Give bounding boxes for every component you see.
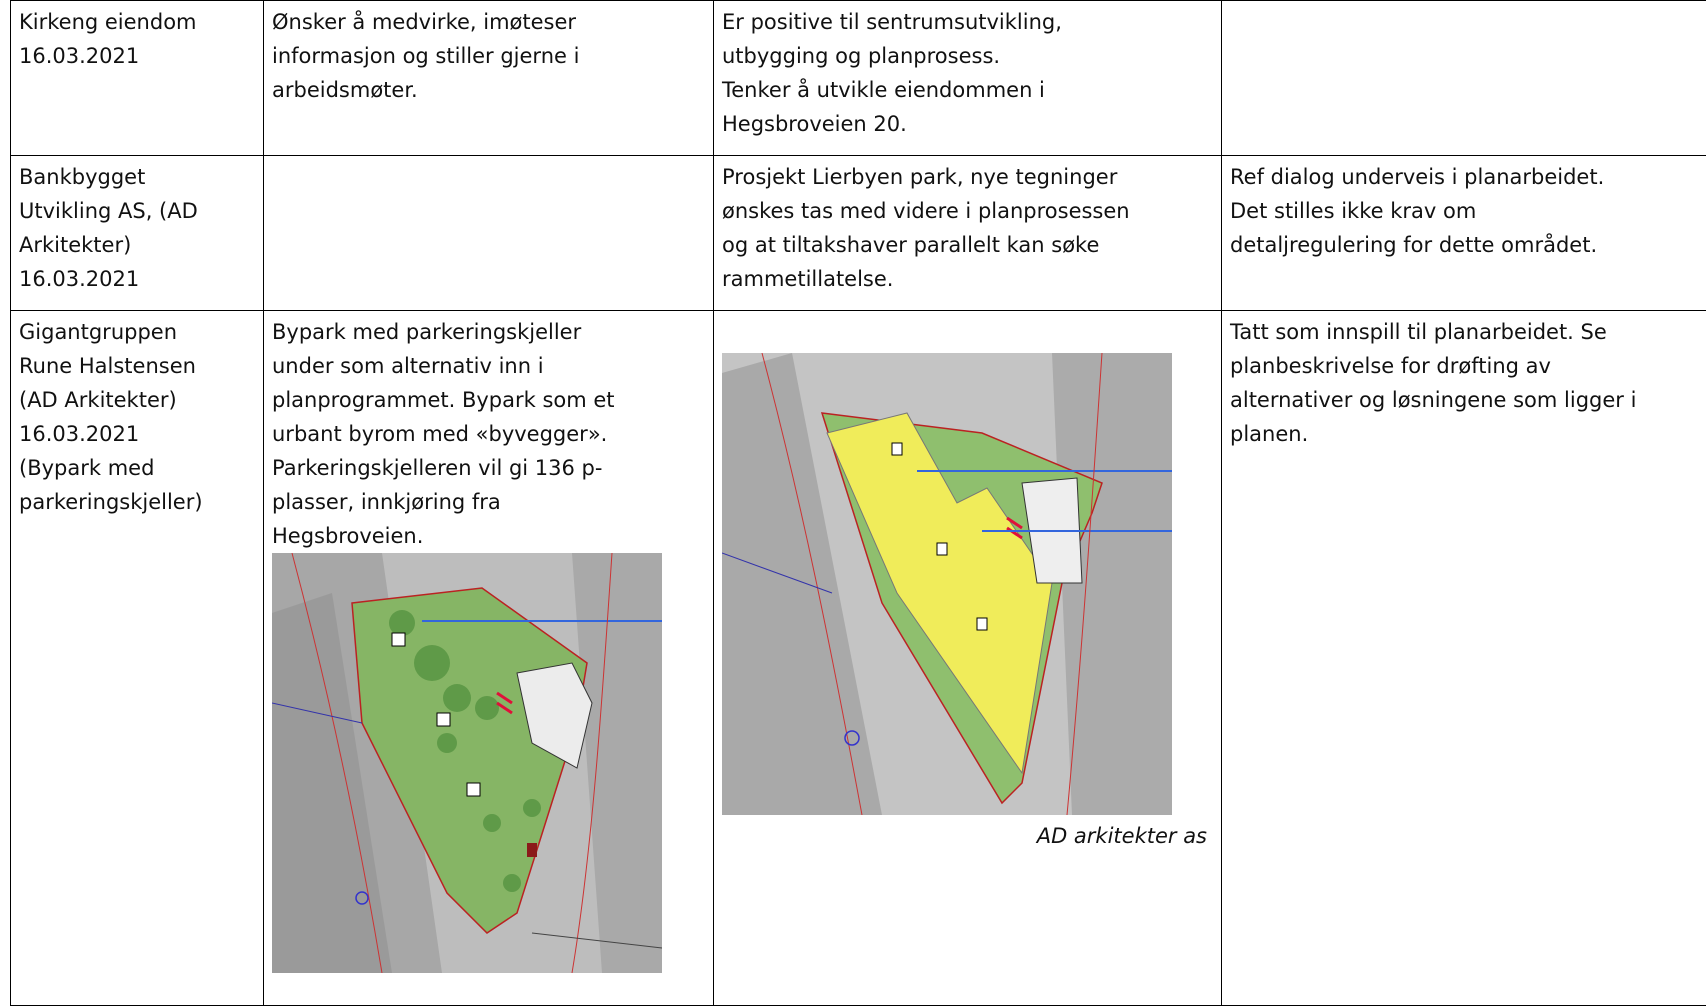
text-line: urbant byrom med «byvegger». <box>272 417 705 451</box>
text-line: planen. <box>1230 417 1698 451</box>
text-line: utbygging og planprosess. <box>722 39 1213 73</box>
text-line: 16.03.2021 <box>19 39 255 73</box>
text-line: (AD Arkitekter) <box>19 383 255 417</box>
text-line: ønskes tas med videre i planprosessen <box>722 194 1213 228</box>
text-line: Er positive til sentrumsutvikling, <box>722 5 1213 39</box>
text-line: Prosjekt Lierbyen park, nye tegninger <box>722 160 1213 194</box>
text-line: detaljregulering for dette området. <box>1230 228 1698 262</box>
text-line: 16.03.2021 <box>19 262 255 296</box>
text-line: Kirkeng eiendom <box>19 5 255 39</box>
text-line: Arkitekter) <box>19 228 255 262</box>
table-row: Gigantgruppen Rune Halstensen (AD Arkite… <box>11 311 1706 1006</box>
park-plan-image <box>722 353 1172 815</box>
sender-cell: Bankbygget Utvikling AS, (AD Arkitekter)… <box>11 156 264 311</box>
response-cell: Ref dialog underveis i planarbeidet. Det… <box>1222 156 1706 311</box>
text-line: informasjon og stiller gjerne i <box>272 39 705 73</box>
text-line: plasser, innkjøring fra <box>272 485 705 519</box>
document-page: Kirkeng eiendom 16.03.2021 Ønsker å medv… <box>10 0 1706 993</box>
table-row: Bankbygget Utvikling AS, (AD Arkitekter)… <box>11 156 1706 311</box>
text-line: parkeringskjeller) <box>19 485 255 519</box>
text-line: Parkeringskjelleren vil gi 136 p- <box>272 451 705 485</box>
input-detail-cell: AD arkitekter as <box>714 311 1222 1006</box>
text-line: Bankbygget <box>19 160 255 194</box>
input-summary-cell: Ønsker å medvirke, imøteser informasjon … <box>264 1 714 156</box>
image-caption: AD arkitekter as <box>722 819 1213 853</box>
text-line: Det stilles ikke krav om <box>1230 194 1698 228</box>
text-line: (Bypark med <box>19 451 255 485</box>
text-line: Tenker å utvikle eiendommen i <box>722 73 1213 107</box>
sender-cell: Kirkeng eiendom 16.03.2021 <box>11 1 264 156</box>
text-line: arbeidsmøter. <box>272 73 705 107</box>
response-cell <box>1222 1 1706 156</box>
text-line: Ref dialog underveis i planarbeidet. <box>1230 160 1698 194</box>
text-line: Ønsker å medvirke, imøteser <box>272 5 705 39</box>
bypark-site-plan-image <box>272 553 662 973</box>
text-line: Rune Halstensen <box>19 349 255 383</box>
text-line: 16.03.2021 <box>19 417 255 451</box>
text-line: Bypark med parkeringskjeller <box>272 315 705 349</box>
table-row: Kirkeng eiendom 16.03.2021 Ønsker å medv… <box>11 1 1706 156</box>
text-line: og at tiltakshaver parallelt kan søke <box>722 228 1213 262</box>
text-line: rammetillatelse. <box>722 262 1213 296</box>
response-cell: Tatt som innspill til planarbeidet. Se p… <box>1222 311 1706 1006</box>
input-detail-cell: Prosjekt Lierbyen park, nye tegninger øn… <box>714 156 1222 311</box>
sender-cell: Gigantgruppen Rune Halstensen (AD Arkite… <box>11 311 264 1006</box>
text-line: Utvikling AS, (AD <box>19 194 255 228</box>
input-table: Kirkeng eiendom 16.03.2021 Ønsker å medv… <box>10 0 1706 1006</box>
text-line: alternativer og løsningene som ligger i <box>1230 383 1698 417</box>
text-line: planprogrammet. Bypark som et <box>272 383 705 417</box>
text-line: under som alternativ inn i <box>272 349 705 383</box>
text-line: Tatt som innspill til planarbeidet. Se <box>1230 315 1698 349</box>
input-summary-cell: Bypark med parkeringskjeller under som a… <box>264 311 714 1006</box>
text-line: planbeskrivelse for drøfting av <box>1230 349 1698 383</box>
text-line: Hegsbroveien 20. <box>722 107 1213 141</box>
text-line: Gigantgruppen <box>19 315 255 349</box>
text-line: Hegsbroveien. <box>272 519 705 553</box>
input-summary-cell <box>264 156 714 311</box>
input-detail-cell: Er positive til sentrumsutvikling, utbyg… <box>714 1 1222 156</box>
